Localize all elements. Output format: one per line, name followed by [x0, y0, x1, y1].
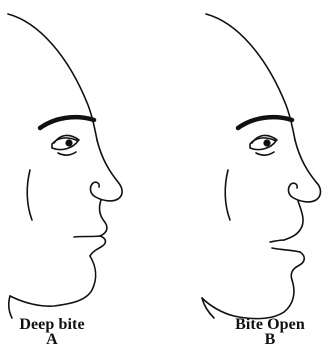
profile-b-pupil	[264, 140, 270, 146]
profile-b-cheek	[225, 170, 230, 220]
profile-a-neck	[9, 296, 12, 318]
profile-a-eyebrow	[40, 117, 94, 128]
caption-deep-bite-label: Deep bite	[2, 317, 102, 332]
profile-b-nose-bridge	[295, 140, 321, 200]
profile-b-upper-lip	[284, 201, 303, 240]
profile-a-deep-bite	[8, 14, 122, 318]
profile-a-pupil	[66, 140, 72, 146]
caption-open-bite: Bite Open B	[218, 317, 322, 347]
profile-a-nostril	[90, 182, 118, 201]
profile-b-eyebrow	[238, 117, 292, 128]
profile-a-lower-eye	[58, 152, 76, 155]
profile-b-neck	[202, 298, 214, 318]
caption-open-bite-label: Bite Open	[218, 317, 322, 332]
profile-a-nose-bridge	[97, 140, 122, 199]
profile-b-lower-eye	[256, 152, 274, 155]
caption-open-bite-letter: B	[218, 332, 322, 347]
profile-b-chin	[202, 280, 294, 319]
caption-deep-bite-letter: A	[2, 332, 102, 347]
profile-b-mouth-upper	[270, 240, 284, 242]
profile-a-cheek	[27, 170, 32, 220]
caption-deep-bite: Deep bite A	[2, 317, 102, 347]
profile-a-chin	[10, 256, 96, 306]
profile-a-upper-lip	[100, 200, 107, 236]
profile-b-open-bite	[202, 14, 321, 319]
profile-b-nostril	[288, 183, 316, 202]
profile-b-lower-lip	[291, 252, 304, 280]
profile-b-mouth-lower	[272, 248, 300, 252]
profile-a-mouth	[74, 236, 100, 237]
profile-a-lower-lip	[90, 236, 105, 256]
